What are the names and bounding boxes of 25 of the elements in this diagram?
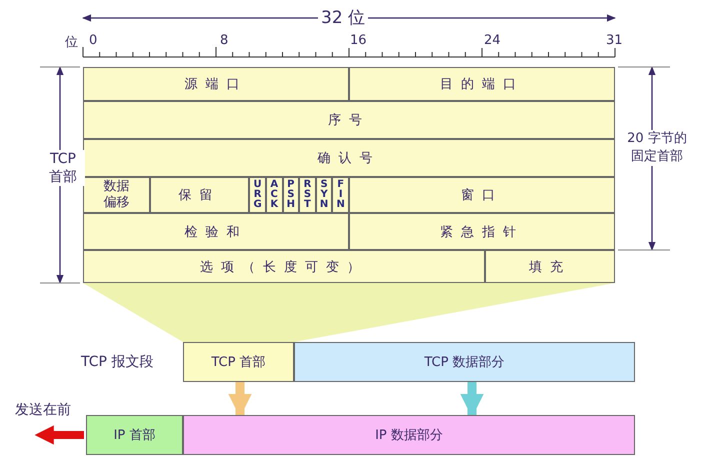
header-field: 选项（长度可变）	[83, 250, 486, 283]
flag-bit: FIN	[332, 177, 349, 213]
header-field: 目的端口	[349, 67, 615, 101]
segment-part: TCP 首部	[183, 342, 294, 382]
header-field: 检验和	[83, 213, 349, 250]
header-field: 保留	[150, 177, 250, 213]
axis-unit: 位	[62, 33, 81, 51]
arrow	[460, 382, 484, 418]
header-field: 确认号	[83, 139, 615, 177]
arrow	[228, 382, 252, 418]
header-field: 序号	[83, 101, 615, 139]
header-field: 源端口	[83, 67, 349, 101]
flag-bit: RST	[299, 177, 316, 213]
segment-part: TCP 数据部分	[294, 342, 635, 382]
packet-part: IP 数据部分	[183, 415, 635, 455]
flag-bit: PSH	[282, 177, 300, 213]
header-field: 数据偏移	[83, 177, 150, 213]
flag-bit: URG	[249, 177, 266, 213]
header-field: 窗口	[349, 177, 615, 213]
header-field: 填充	[485, 250, 615, 283]
header-field: 紧急指针	[349, 213, 615, 250]
packet-part: IP 首部	[86, 415, 183, 455]
expansion-wedge	[83, 283, 615, 342]
flag-bit: SYN	[316, 177, 332, 213]
flag-bit: ACK	[266, 177, 282, 213]
